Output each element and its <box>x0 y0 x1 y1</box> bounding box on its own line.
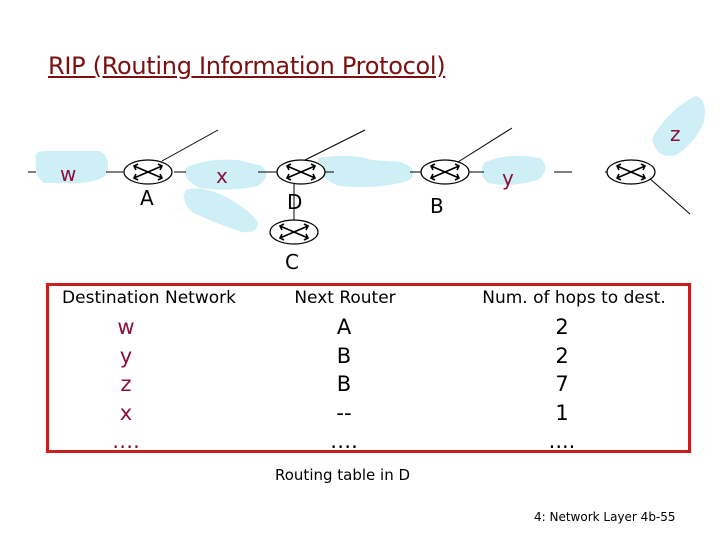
header-next-router: Next Router <box>294 288 396 308</box>
network-x-lower-blob <box>184 188 258 233</box>
destination-column: w y z x …. <box>96 313 156 456</box>
destination-cell: z <box>120 372 132 396</box>
hops-cell: 2 <box>555 315 569 339</box>
network-z-label: z <box>670 122 681 146</box>
header-hops: Num. of hops to dest. <box>482 288 666 308</box>
next-router-cell: -- <box>336 400 352 425</box>
next-router-cell: B <box>336 372 352 396</box>
hops-cell: 1 <box>555 400 569 425</box>
router-d-label: D <box>287 190 303 214</box>
network-w-blob <box>35 150 108 184</box>
destination-cell: …. <box>112 429 140 453</box>
network-z-blob <box>652 96 705 156</box>
hops-column: 2 2 7 1 .... <box>532 313 592 456</box>
router-c-label: C <box>285 250 299 274</box>
destination-cell: y <box>119 343 133 368</box>
next-router-cell: A <box>336 315 352 339</box>
destination-cell: w <box>117 315 135 339</box>
next-router-column: A B B -- …. <box>314 313 374 456</box>
network-w-label: w <box>60 162 77 186</box>
router-c-icon <box>269 219 319 245</box>
next-router-cell: B <box>336 343 352 368</box>
router-d-icon <box>276 159 326 185</box>
network-d-b-blob <box>318 155 414 188</box>
router-a-label: A <box>140 186 154 210</box>
next-router-cell: …. <box>330 429 358 453</box>
hops-cell: 2 <box>555 343 569 368</box>
page-title: RIP (Routing Information Protocol) <box>48 52 446 80</box>
network-y-blob <box>481 155 546 185</box>
hops-cell: 7 <box>555 372 569 396</box>
router-a-icon <box>123 159 173 185</box>
destination-cell: x <box>119 400 133 425</box>
router-b-icon <box>420 159 470 185</box>
router-right-icon <box>606 159 656 185</box>
routing-table-border <box>46 283 691 453</box>
slide-footer: 4: Network Layer 4b-55 <box>534 510 676 524</box>
hops-cell: .... <box>548 429 576 453</box>
network-x-blob <box>185 159 267 190</box>
table-caption: Routing table in D <box>275 466 411 484</box>
network-x-label: x <box>216 164 228 188</box>
router-b-label: B <box>430 194 444 218</box>
network-y-label: y <box>502 166 514 190</box>
header-destination: Destination Network <box>62 288 236 308</box>
